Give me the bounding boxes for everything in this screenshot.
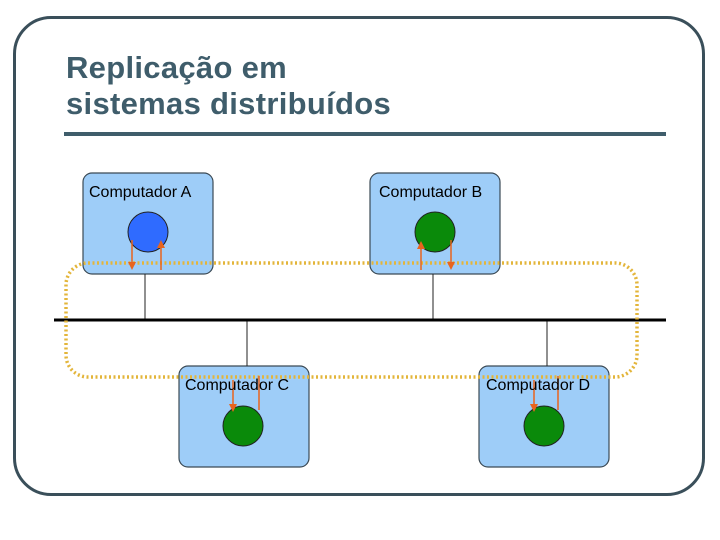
node-b-circle [414,211,456,253]
computer-a-label: Computador A [89,184,192,201]
node-c-circle [222,405,264,447]
computer-d-label: Computador D [486,377,591,394]
slide-title: Replicação em sistemas distribuídos [66,50,391,122]
title-underline [64,132,666,136]
node-a-circle [127,211,169,253]
computer-b-label: Computador B [379,184,483,201]
computer-c-label: Computador C [185,377,290,394]
title-line-2: sistemas distribuídos [66,86,392,121]
title-line-1: Replicação em [66,50,288,85]
node-d-circle [523,405,565,447]
